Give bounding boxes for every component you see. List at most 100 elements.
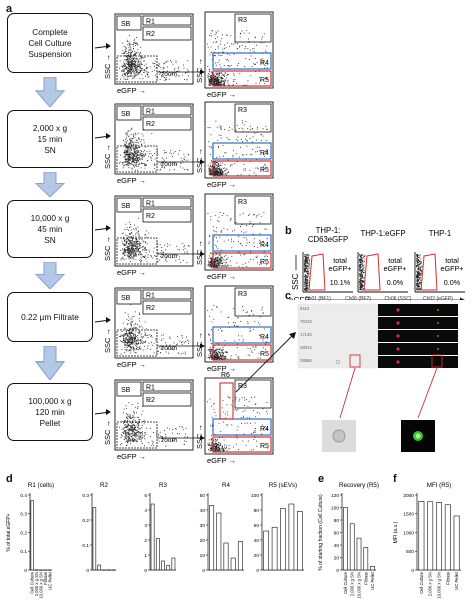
event-dot xyxy=(127,70,129,72)
event-dot xyxy=(135,45,136,46)
event-dot xyxy=(215,120,217,122)
event-dot xyxy=(133,59,135,61)
event-dot xyxy=(124,254,126,256)
event-dot xyxy=(256,62,258,63)
event-dot xyxy=(124,73,125,74)
event-dot xyxy=(256,257,257,258)
event-dot xyxy=(175,260,177,262)
event-dot xyxy=(144,167,146,169)
event-dot xyxy=(220,84,222,86)
event-dot xyxy=(221,230,223,231)
event-dot xyxy=(130,59,132,61)
event-dot xyxy=(215,259,217,261)
event-dot xyxy=(127,71,128,73)
event-dot xyxy=(263,33,265,35)
event-dot xyxy=(214,62,216,64)
event-dot xyxy=(135,158,137,160)
event-dot xyxy=(210,35,212,37)
event-dot xyxy=(129,67,131,69)
event-dot xyxy=(132,58,134,60)
event-dot xyxy=(180,261,182,263)
event-dot xyxy=(171,73,173,75)
event-dot xyxy=(218,84,220,85)
event-dot xyxy=(137,138,139,140)
event-dot xyxy=(226,80,228,82)
event-dot xyxy=(216,80,217,82)
event-dot xyxy=(124,250,126,252)
event-dot xyxy=(217,260,218,262)
chart-title: R1 (cells) xyxy=(28,482,54,489)
event-dot xyxy=(137,68,138,70)
event-dot xyxy=(122,73,124,75)
event-dot xyxy=(131,248,132,249)
event-dot xyxy=(127,78,129,80)
event-dot xyxy=(223,259,225,261)
event-dot xyxy=(127,59,129,61)
event-dot xyxy=(213,171,215,173)
event-dot xyxy=(209,70,210,72)
event-dot xyxy=(131,141,133,143)
event-dot xyxy=(211,146,213,148)
event-dot xyxy=(227,73,228,75)
event-dot xyxy=(245,121,247,122)
event-dot xyxy=(129,142,131,144)
event-dot xyxy=(235,138,237,140)
event-dot xyxy=(262,36,263,38)
event-dot xyxy=(123,45,125,47)
event-dot xyxy=(126,79,128,80)
event-dot xyxy=(133,248,135,249)
event-dot xyxy=(217,261,219,263)
event-dot xyxy=(255,167,257,169)
event-dot xyxy=(127,60,129,62)
event-dot xyxy=(211,80,213,82)
event-dot xyxy=(217,266,218,268)
event-dot xyxy=(221,84,223,86)
event-dot xyxy=(132,160,133,162)
event-dot xyxy=(220,128,222,129)
event-dot xyxy=(215,64,217,66)
event-dot xyxy=(145,146,147,148)
event-dot xyxy=(260,134,262,136)
event-dot xyxy=(123,259,125,260)
event-dot xyxy=(213,226,214,228)
event-dot xyxy=(124,252,125,254)
event-dot xyxy=(218,81,220,83)
event-dot xyxy=(161,166,163,168)
event-dot xyxy=(246,135,247,137)
event-dot xyxy=(211,161,213,163)
event-dot xyxy=(138,245,140,247)
event-dot xyxy=(130,151,131,153)
event-dot xyxy=(141,254,143,256)
event-dot xyxy=(139,244,141,246)
event-dot xyxy=(124,149,126,151)
event-dot xyxy=(146,249,147,251)
event-dot xyxy=(145,154,147,156)
event-dot xyxy=(222,174,224,176)
event-dot xyxy=(256,146,258,148)
event-dot xyxy=(131,158,133,160)
event-dot xyxy=(141,155,143,157)
event-dot xyxy=(140,58,142,60)
event-dot xyxy=(215,48,217,50)
event-dot xyxy=(130,232,132,233)
event-dot xyxy=(121,70,123,72)
event-dot xyxy=(138,146,140,148)
down-arrow-icon xyxy=(35,262,65,289)
event-dot xyxy=(183,158,185,160)
event-dot xyxy=(127,246,129,248)
event-dot xyxy=(208,173,210,175)
event-dot xyxy=(220,84,222,85)
event-dot xyxy=(165,249,166,251)
event-dot xyxy=(243,124,245,126)
event-dot xyxy=(217,264,219,266)
event-dot xyxy=(124,245,125,246)
event-dot xyxy=(210,80,211,82)
event-dot xyxy=(253,224,254,226)
event-dot xyxy=(223,240,225,242)
event-dot xyxy=(216,261,218,263)
event-dot xyxy=(178,70,180,72)
event-dot xyxy=(215,169,217,171)
event-dot xyxy=(213,261,215,263)
event-dot xyxy=(180,162,182,164)
event-dot xyxy=(261,263,262,265)
